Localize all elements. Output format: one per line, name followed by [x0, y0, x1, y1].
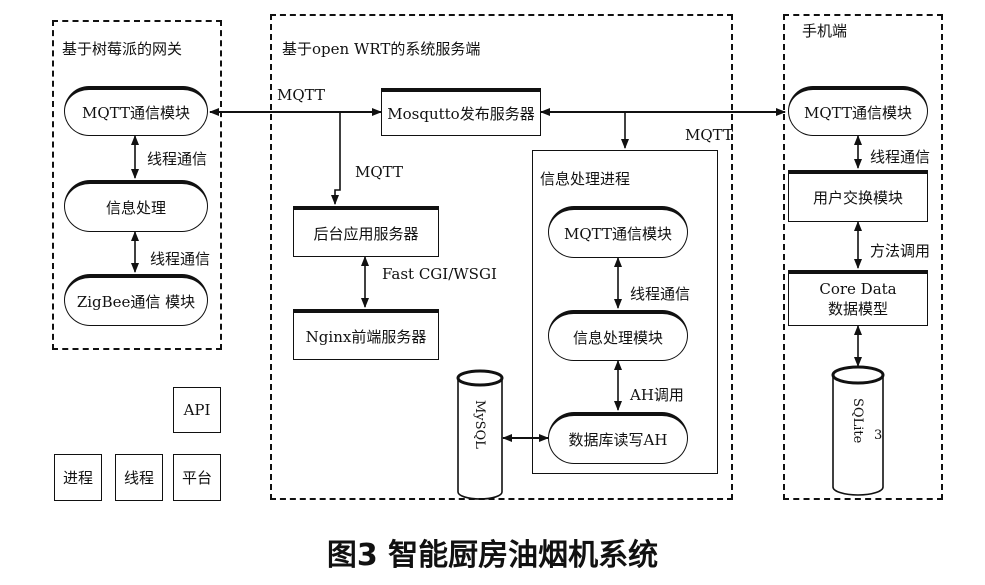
- mysql-label: MySQL: [472, 400, 487, 449]
- process-thread-comm-label: 线程通信: [630, 285, 691, 303]
- mobile-region-title: 手机端: [802, 22, 848, 40]
- mqtt-label-right: MQTT: [685, 126, 733, 144]
- mysql-database-icon: [456, 369, 504, 500]
- mobile-thread-comm-label: 线程通信: [870, 148, 931, 166]
- gateway-info-process: 信息处理: [64, 180, 208, 232]
- mqtt-label-top: MQTT: [277, 86, 325, 104]
- sqlite-database-icon: [831, 365, 885, 496]
- fastcgi-label: Fast CGI/WSGI: [382, 265, 497, 283]
- mobile-mqtt-module: MQTT通信模块: [788, 86, 928, 136]
- info-process-frame: [532, 150, 718, 474]
- gateway-region-title: 基于树莓派的网关: [62, 40, 183, 58]
- backend-app-server: 后台应用服务器: [293, 206, 439, 257]
- gateway-thread-comm-label-1: 线程通信: [147, 150, 208, 168]
- process-mqtt-module: MQTT通信模块: [548, 206, 688, 258]
- gateway-zigbee-module: ZigBee通信 模块: [64, 274, 208, 326]
- info-process-title: 信息处理进程: [540, 170, 631, 188]
- sqlite-label: SQLite: [850, 398, 865, 444]
- mobile-user-exchange: 用户交换模块: [788, 170, 928, 222]
- legend-api: API: [173, 387, 221, 433]
- mobile-method-call-label: 方法调用: [870, 242, 931, 260]
- legend-process: 进程: [54, 454, 102, 501]
- process-ah-call-label: AH调用: [630, 386, 684, 404]
- gateway-mqtt-module: MQTT通信模块: [64, 86, 208, 136]
- mobile-core-data: Core Data 数据模型: [788, 270, 928, 326]
- core-data-line2: 数据模型: [827, 299, 888, 318]
- process-db-module: 数据库读写AH: [548, 412, 688, 464]
- core-data-line1: Core Data: [819, 280, 897, 298]
- nginx-frontend-server: Nginx前端服务器: [293, 309, 439, 360]
- mobile-region: [783, 14, 943, 500]
- sqlite-suffix: 3: [874, 428, 883, 443]
- server-region-title: 基于open WRT的系统服务端: [282, 40, 481, 58]
- legend-platform: 平台: [173, 454, 221, 501]
- process-info-module: 信息处理模块: [548, 310, 688, 361]
- server-region: [270, 14, 733, 500]
- figure-caption: 图3 智能厨房油烟机系统: [326, 538, 659, 573]
- gateway-thread-comm-label-2: 线程通信: [150, 250, 211, 268]
- arrow-to-backend: [331, 112, 341, 205]
- mqtt-label-down: MQTT: [355, 163, 403, 181]
- legend-thread: 线程: [115, 454, 163, 501]
- gateway-region: [52, 20, 222, 350]
- mosquitto-server: Mosqutto发布服务器: [381, 88, 541, 136]
